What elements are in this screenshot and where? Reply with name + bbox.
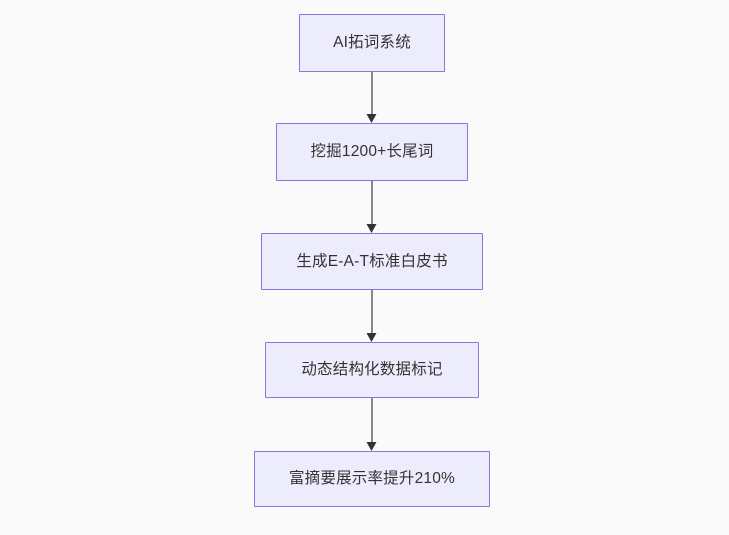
arrowhead-icon	[366, 224, 377, 233]
arrowhead-icon	[366, 442, 377, 451]
edge-line	[371, 290, 373, 334]
flow-node-mine-longtail-keywords[interactable]: 挖掘1200+长尾词	[276, 123, 468, 181]
flow-node-generate-eat-whitepaper[interactable]: 生成E-A-T标准白皮书	[261, 233, 483, 290]
edge-line	[371, 398, 373, 443]
flow-node-label: 生成E-A-T标准白皮书	[296, 252, 448, 270]
flow-node-label: AI拓词系统	[333, 34, 411, 52]
flow-node-label: 动态结构化数据标记	[301, 361, 443, 379]
arrowhead-icon	[366, 114, 377, 123]
flow-node-label: 挖掘1200+长尾词	[310, 143, 434, 161]
flow-node-ai-keyword-system[interactable]: AI拓词系统	[299, 14, 445, 72]
flow-node-label: 富摘要展示率提升210%	[288, 470, 456, 488]
flow-node-rich-snippet-impression-uplift[interactable]: 富摘要展示率提升210%	[254, 451, 490, 507]
edge-line	[371, 72, 373, 115]
flow-node-dynamic-structured-data-markup[interactable]: 动态结构化数据标记	[265, 342, 479, 398]
edge-line	[371, 181, 373, 225]
arrowhead-icon	[366, 333, 377, 342]
